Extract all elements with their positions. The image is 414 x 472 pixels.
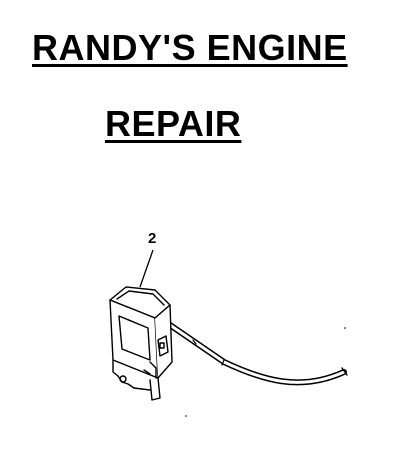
page-title-line-2: REPAIR <box>105 103 242 144</box>
page-title-line-1: RANDY'S ENGINE <box>32 27 348 68</box>
ignition-coil-icon <box>109 286 348 401</box>
callout-number: 2 <box>148 230 156 247</box>
scan-speck <box>185 415 187 417</box>
scan-speck <box>344 327 346 329</box>
callout-leader-line <box>139 249 154 288</box>
